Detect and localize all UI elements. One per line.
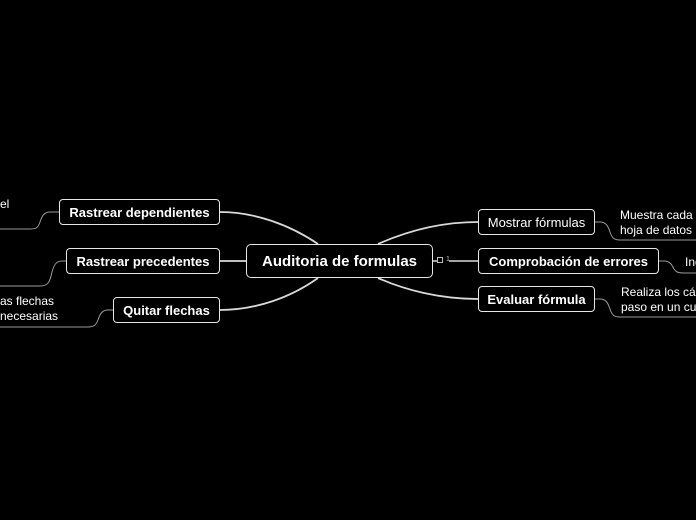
note-line: Ind bbox=[685, 255, 696, 269]
connector-mostrar-formulas-note bbox=[595, 221, 696, 241]
note-line: el bbox=[0, 197, 10, 211]
note-line: hoja de datos bbox=[620, 223, 693, 237]
note-line: as flechas bbox=[0, 294, 55, 308]
note-line: Muestra cada bbox=[620, 208, 693, 222]
connector-central-mostrar-formulas bbox=[377, 221, 479, 245]
topic-label: Comprobación de errores bbox=[489, 253, 648, 269]
note-line: necesarias bbox=[0, 309, 59, 323]
connector-central-rastrear-dependientes bbox=[219, 211, 319, 245]
topic-label: Evaluar fórmula bbox=[487, 291, 586, 307]
note-comprobacion-errores: Ind bbox=[685, 255, 696, 270]
topic-rastrear-dependientes[interactable]: Rastrear dependientes bbox=[59, 199, 220, 225]
topic-comprobacion-errores[interactable]: Comprobación de errores bbox=[478, 248, 659, 274]
topic-evaluar-formula[interactable]: Evaluar fórmula bbox=[478, 286, 595, 312]
note-rastrear-dependientes: el bbox=[0, 197, 9, 212]
note-line: Realiza los cá bbox=[621, 285, 696, 299]
connector-comprobacion-errores-note bbox=[659, 260, 696, 274]
topic-label: Rastrear dependientes bbox=[69, 204, 210, 220]
connector-evaluar-formula-note bbox=[595, 298, 696, 318]
collapsed-child-count: 1 bbox=[446, 256, 450, 263]
central-topic[interactable]: Auditoria de formulas bbox=[246, 244, 433, 278]
topic-rastrear-precedentes[interactable]: Rastrear precedentes bbox=[66, 248, 220, 274]
note-line: paso en un cu bbox=[621, 300, 696, 314]
connector-rastrear-precedentes-note bbox=[0, 260, 66, 287]
topic-label: Rastrear precedentes bbox=[76, 253, 210, 269]
note-quitar-flechas: as flechas necesarias bbox=[0, 294, 58, 324]
note-mostrar-formulas: Muestra cada hoja de datos bbox=[620, 208, 693, 238]
topic-quitar-flechas[interactable]: Quitar flechas bbox=[113, 297, 220, 323]
note-evaluar-formula: Realiza los cá paso en un cu bbox=[621, 285, 696, 315]
connector-central-quitar-flechas bbox=[219, 277, 319, 311]
connector-central-evaluar-formula bbox=[377, 277, 479, 300]
topic-label: Quitar flechas bbox=[123, 302, 210, 318]
topic-label: Mostrar fórmulas bbox=[487, 214, 586, 230]
connector-rastrear-dependientes-note bbox=[0, 211, 59, 230]
central-topic-label: Auditoria de formulas bbox=[261, 252, 418, 270]
connector-quitar-flechas-note bbox=[0, 309, 113, 328]
collapse-toggle-icon[interactable] bbox=[437, 257, 443, 263]
topic-mostrar-formulas[interactable]: Mostrar fórmulas bbox=[478, 209, 595, 235]
